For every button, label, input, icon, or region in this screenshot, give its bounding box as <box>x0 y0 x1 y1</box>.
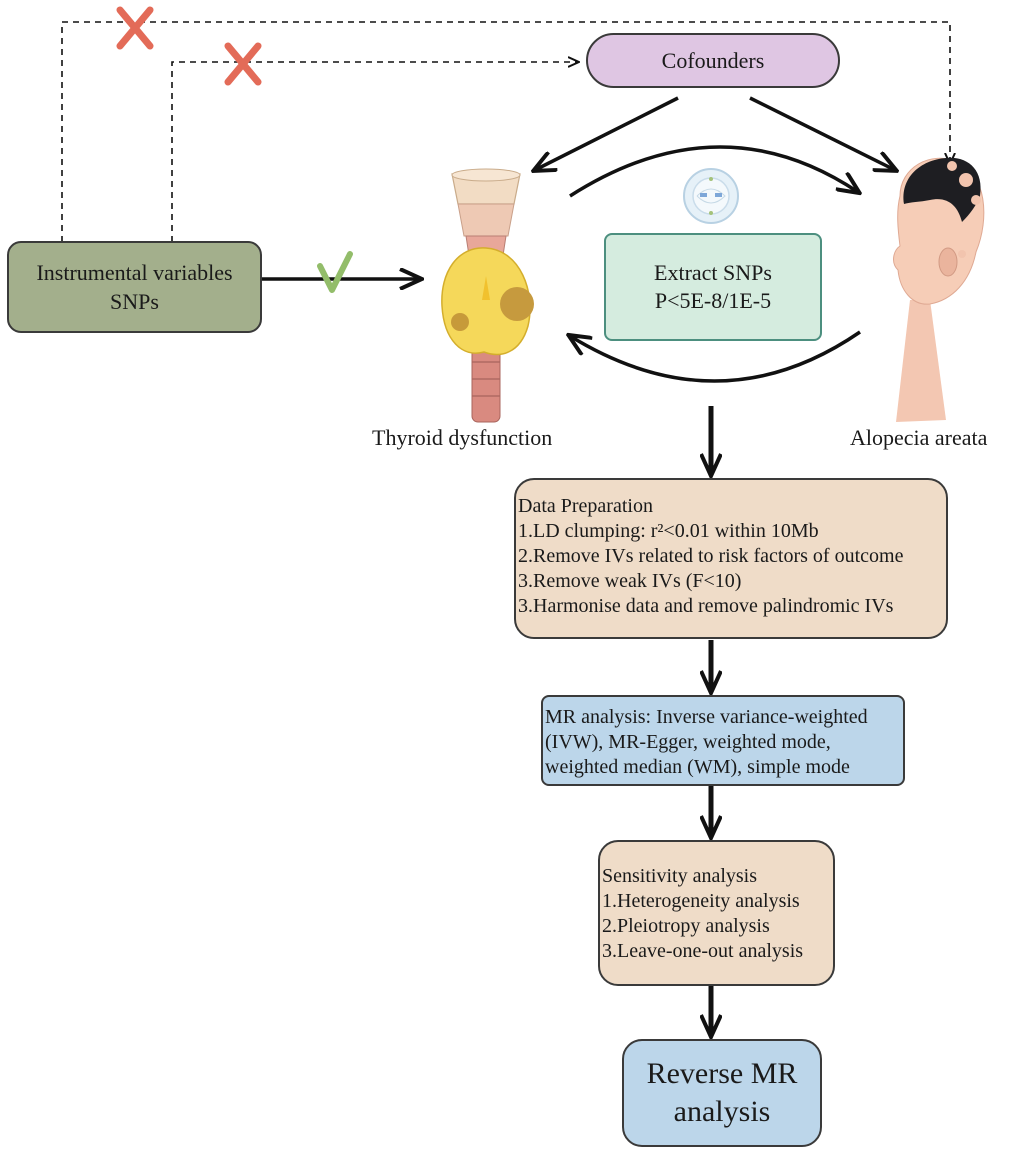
cell-division-icon <box>683 168 739 224</box>
head-illustration <box>893 157 985 422</box>
extract-snps-box: Extract SNPs P<5E-8/1E-5 <box>604 233 822 341</box>
dashed-arrow-to-outcome <box>61 21 950 242</box>
reverse-mr-line-2: analysis <box>673 1095 771 1128</box>
check-icon <box>317 251 353 293</box>
cofounders-label: Cofounders <box>661 47 765 73</box>
dashed-paths <box>61 21 950 242</box>
mr-analysis-box: MR analysis: Inverse variance-weighted (… <box>541 695 905 786</box>
extract-line-1: Extract SNPs <box>654 260 772 285</box>
exposure-label: Thyroid dysfunction <box>372 425 553 450</box>
mr-analysis-line: weighted median (WM), simple mode <box>545 756 850 778</box>
data-preparation-box: Data Preparation 1.LD clumping: r²<0.01 … <box>514 478 948 639</box>
instrumental-variables-box: Instrumental variables SNPs <box>7 241 262 333</box>
sensitivity-item: 2.Pleiotropy analysis <box>602 915 770 937</box>
data-prep-title: Data Preparation <box>518 495 653 517</box>
reverse-mr-box: Reverse MR analysis <box>622 1039 822 1147</box>
arrow-exposure-to-outcome <box>569 145 858 198</box>
outcome-label: Alopecia areata <box>850 425 988 450</box>
data-prep-item: 1.LD clumping: r²<0.01 within 10Mb <box>518 520 819 542</box>
sensitivity-title: Sensitivity analysis <box>602 865 757 887</box>
arrow-cofounders-to-outcome <box>749 96 895 170</box>
arrow-outcome-to-exposure <box>570 330 861 383</box>
mr-analysis-line: (IVW), MR-Egger, weighted mode, <box>545 731 831 753</box>
arrow-cofounders-to-exposure <box>535 96 679 170</box>
cross-icon <box>116 6 154 50</box>
sensitivity-item: 3.Leave-one-out analysis <box>602 940 804 962</box>
dashed-arrow-to-cofounders <box>171 62 578 242</box>
thyroid-illustration <box>441 168 534 423</box>
instruments-line-2: SNPs <box>110 289 159 314</box>
data-prep-item: 3.Remove weak IVs (F<10) <box>518 570 742 592</box>
cofounders-box: Cofounders <box>586 33 840 88</box>
reverse-mr-line-1: Reverse MR <box>646 1057 798 1090</box>
extract-line-2: P<5E-8/1E-5 <box>654 288 772 313</box>
cross-icon <box>224 42 262 86</box>
mr-analysis-line: MR analysis: Inverse variance-weighted <box>545 706 868 728</box>
sensitivity-analysis-box: Sensitivity analysis 1.Heterogeneity ana… <box>598 840 835 986</box>
data-prep-item: 2.Remove IVs related to risk factors of … <box>518 545 904 567</box>
data-prep-item: 3.Harmonise data and remove palindromic … <box>518 595 894 617</box>
instruments-line-1: Instrumental variables <box>36 260 233 285</box>
sensitivity-item: 1.Heterogeneity analysis <box>602 890 800 912</box>
